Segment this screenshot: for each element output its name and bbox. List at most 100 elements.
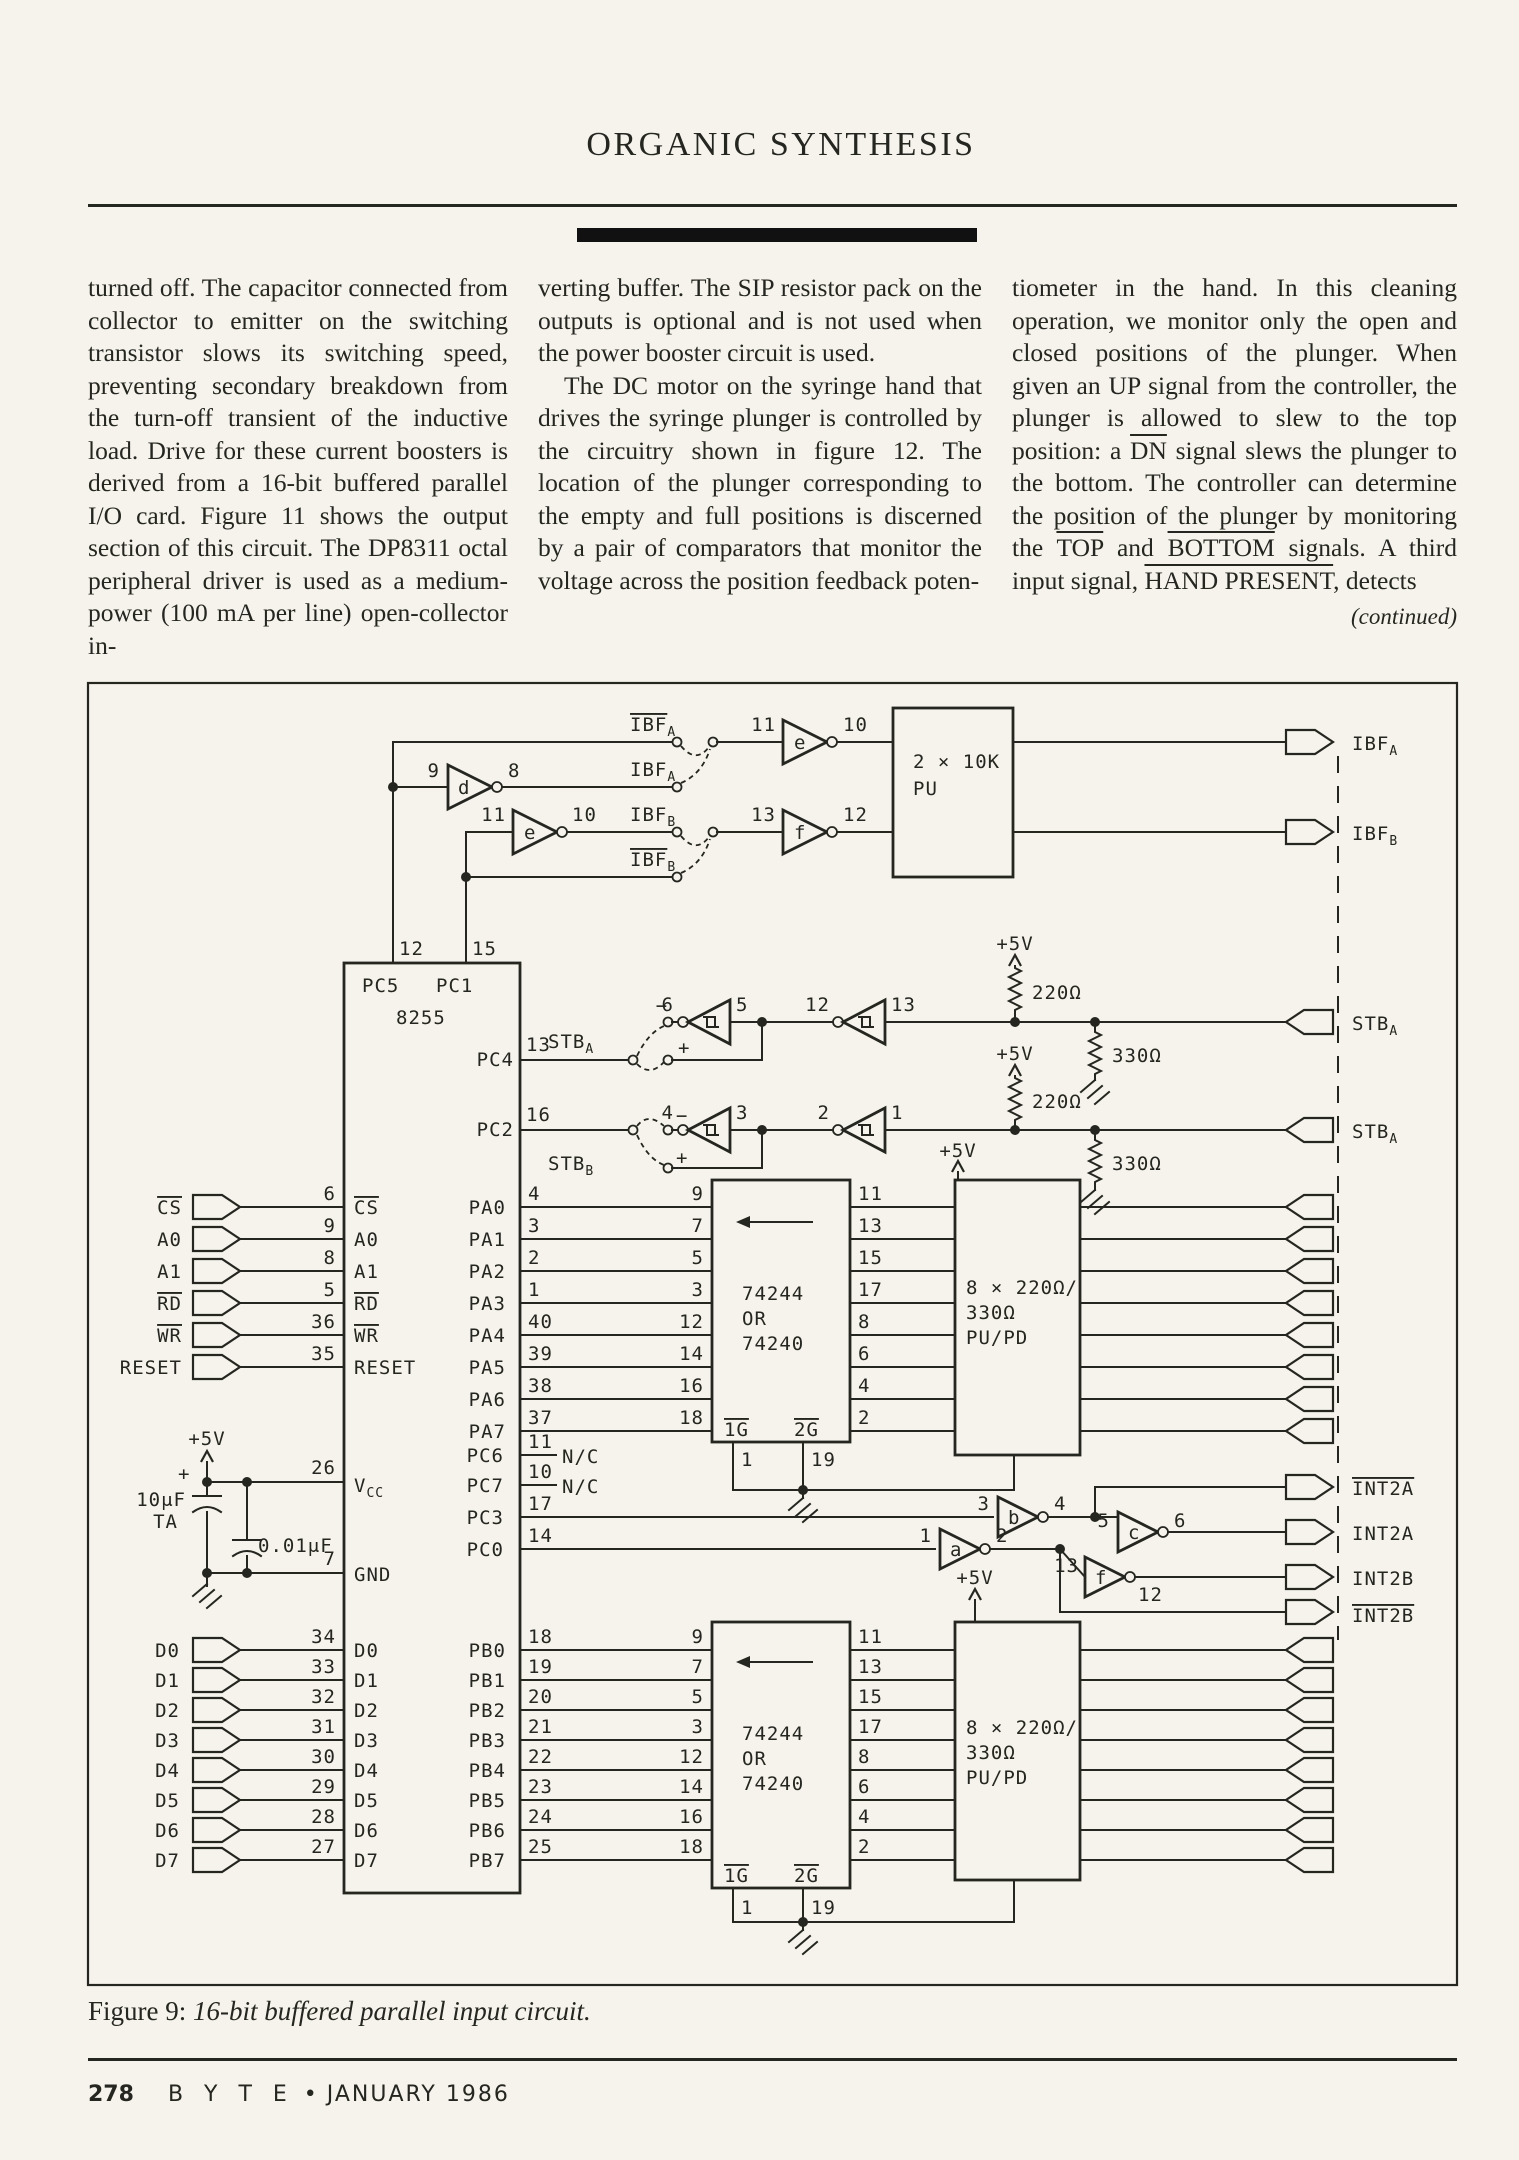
svg-text:PU/PD: PU/PD	[966, 1767, 1028, 1789]
resistor-330	[1086, 1129, 1104, 1191]
svg-text:N/C: N/C	[562, 1446, 599, 1468]
svg-text:330Ω: 330Ω	[1112, 1045, 1162, 1067]
svg-text:6: 6	[858, 1343, 870, 1365]
svg-text:PB5: PB5	[469, 1790, 506, 1812]
svg-text:330Ω: 330Ω	[966, 1742, 1016, 1764]
svg-text:1G: 1G	[724, 1865, 749, 1887]
svg-text:PA1: PA1	[469, 1229, 506, 1251]
svg-text:11: 11	[751, 714, 776, 736]
svg-text:D2: D2	[354, 1700, 379, 1722]
svg-text:8: 8	[858, 1311, 870, 1333]
stbb-label: STBB	[548, 1153, 594, 1179]
caption-prefix: Figure 9:	[88, 1996, 187, 2026]
svg-text:WR: WR	[157, 1325, 182, 1347]
stba-label: STBA	[548, 1031, 594, 1057]
svg-text:PU/PD: PU/PD	[966, 1327, 1028, 1349]
svg-text:PA5: PA5	[469, 1357, 506, 1379]
svg-text:PA6: PA6	[469, 1389, 506, 1411]
svg-text:9: 9	[428, 760, 440, 782]
svg-text:23: 23	[528, 1776, 553, 1798]
svg-text:INT2A: INT2A	[1352, 1523, 1414, 1545]
svg-text:PC4: PC4	[477, 1049, 514, 1071]
svg-text:CS: CS	[354, 1197, 379, 1219]
svg-text:OR: OR	[742, 1308, 767, 1330]
svg-text:c: c	[1128, 1522, 1140, 1544]
int2b-connector	[1284, 1563, 1335, 1591]
caption-text: 16-bit buffered parallel input circuit.	[186, 1996, 591, 2026]
svg-text:1: 1	[741, 1449, 753, 1471]
schmitt-inverter	[839, 1105, 887, 1155]
svg-text:12: 12	[1138, 1584, 1163, 1606]
svg-text:D5: D5	[354, 1790, 379, 1812]
svg-text:A1: A1	[157, 1261, 182, 1283]
stb-section: STBA − + 6 5 12 13 +5V 220Ω 330Ω	[519, 933, 1398, 1216]
svg-text:1: 1	[920, 1525, 932, 1547]
svg-text:PA7: PA7	[469, 1421, 506, 1443]
svg-text:16: 16	[679, 1806, 704, 1828]
pa-bus: PA0 PA1 PA2 PA3 PA4 PA5 PA6 PA7 4 3 2 1 …	[469, 1183, 1335, 1445]
svg-text:1: 1	[528, 1279, 540, 1301]
ground-symbol	[1079, 1078, 1111, 1106]
svg-text:13: 13	[526, 1034, 551, 1056]
svg-text:2: 2	[858, 1407, 870, 1429]
svg-text:74244: 74244	[742, 1283, 804, 1305]
body-column-1: turned off. The capacitor connected from…	[88, 273, 508, 660]
svg-text:15: 15	[858, 1247, 883, 1269]
svg-text:PA2: PA2	[469, 1261, 506, 1283]
svg-text:PC3: PC3	[467, 1507, 504, 1529]
svg-text:−: −	[656, 995, 668, 1017]
svg-text:3: 3	[528, 1215, 540, 1237]
svg-text:GND: GND	[354, 1564, 391, 1586]
svg-text:19: 19	[811, 1897, 836, 1919]
stb-out-label: STBA	[1352, 1121, 1398, 1147]
svg-text:2G: 2G	[794, 1419, 819, 1441]
svg-text:2: 2	[528, 1247, 540, 1269]
vcc-label: VCC	[354, 1475, 384, 1501]
svg-text:PB2: PB2	[469, 1700, 506, 1722]
svg-text:CS: CS	[157, 1197, 182, 1219]
svg-text:28: 28	[311, 1806, 336, 1828]
pupd-pack-top: 8 × 220Ω/ 330Ω PU/PD +5V	[939, 1140, 1082, 1457]
ibfb-bar-label: IBFB	[630, 849, 676, 875]
svg-text:INT2A: INT2A	[1352, 1478, 1414, 1500]
svg-text:3: 3	[978, 1493, 990, 1515]
inverter-b	[996, 1494, 1042, 1540]
svg-text:4: 4	[858, 1375, 870, 1397]
svg-text:8 × 220Ω/: 8 × 220Ω/	[966, 1277, 1078, 1299]
data-bus: D0 D1 D2 D3 D4 D5 D6 D7 34 33 32 31 30 2…	[155, 1626, 1335, 1874]
svg-text:8 × 220Ω/: 8 × 220Ω/	[966, 1717, 1078, 1739]
stb-connector	[1284, 1116, 1335, 1144]
magazine-name: B Y T E	[167, 2082, 294, 2107]
svg-text:INT2B: INT2B	[1352, 1568, 1414, 1590]
inverter-f-int	[1083, 1554, 1129, 1600]
int2-section: 3 b 4 5 c 6 1 a 2 13 f 12	[920, 1473, 1414, 1627]
svg-text:WR: WR	[354, 1325, 379, 1347]
svg-text:PC5: PC5	[362, 975, 399, 997]
schmitt-inverter	[684, 1105, 732, 1155]
svg-text:31: 31	[311, 1716, 336, 1738]
svg-text:74244: 74244	[742, 1723, 804, 1745]
svg-text:11: 11	[528, 1431, 553, 1453]
resistor-220	[1006, 965, 1024, 1023]
svg-text:2: 2	[818, 1102, 830, 1124]
svg-text:b: b	[1008, 1507, 1020, 1529]
svg-text:35: 35	[311, 1343, 336, 1365]
svg-text:6: 6	[858, 1776, 870, 1798]
svg-text:RESET: RESET	[120, 1357, 182, 1379]
svg-text:2: 2	[996, 1525, 1008, 1547]
ibf-section: 9 d 8 11 e 10 11 e 10 13 f 12	[388, 706, 1397, 964]
svg-text:4: 4	[528, 1183, 540, 1205]
svg-text:e: e	[794, 732, 806, 754]
svg-text:+: +	[178, 1463, 190, 1485]
ground-symbol	[787, 1496, 819, 1524]
svg-text:74240: 74240	[742, 1333, 804, 1355]
svg-text:7: 7	[692, 1215, 704, 1237]
svg-text:PB4: PB4	[469, 1760, 506, 1782]
svg-text:2: 2	[858, 1836, 870, 1858]
pc-lines: PC6 11 N/C PC7 10 N/C PC3 17 PC0 14	[467, 1431, 994, 1561]
svg-text:74240: 74240	[742, 1773, 804, 1795]
ground-symbol	[787, 1928, 819, 1956]
svg-text:9: 9	[324, 1215, 336, 1237]
svg-text:330Ω: 330Ω	[966, 1302, 1016, 1324]
